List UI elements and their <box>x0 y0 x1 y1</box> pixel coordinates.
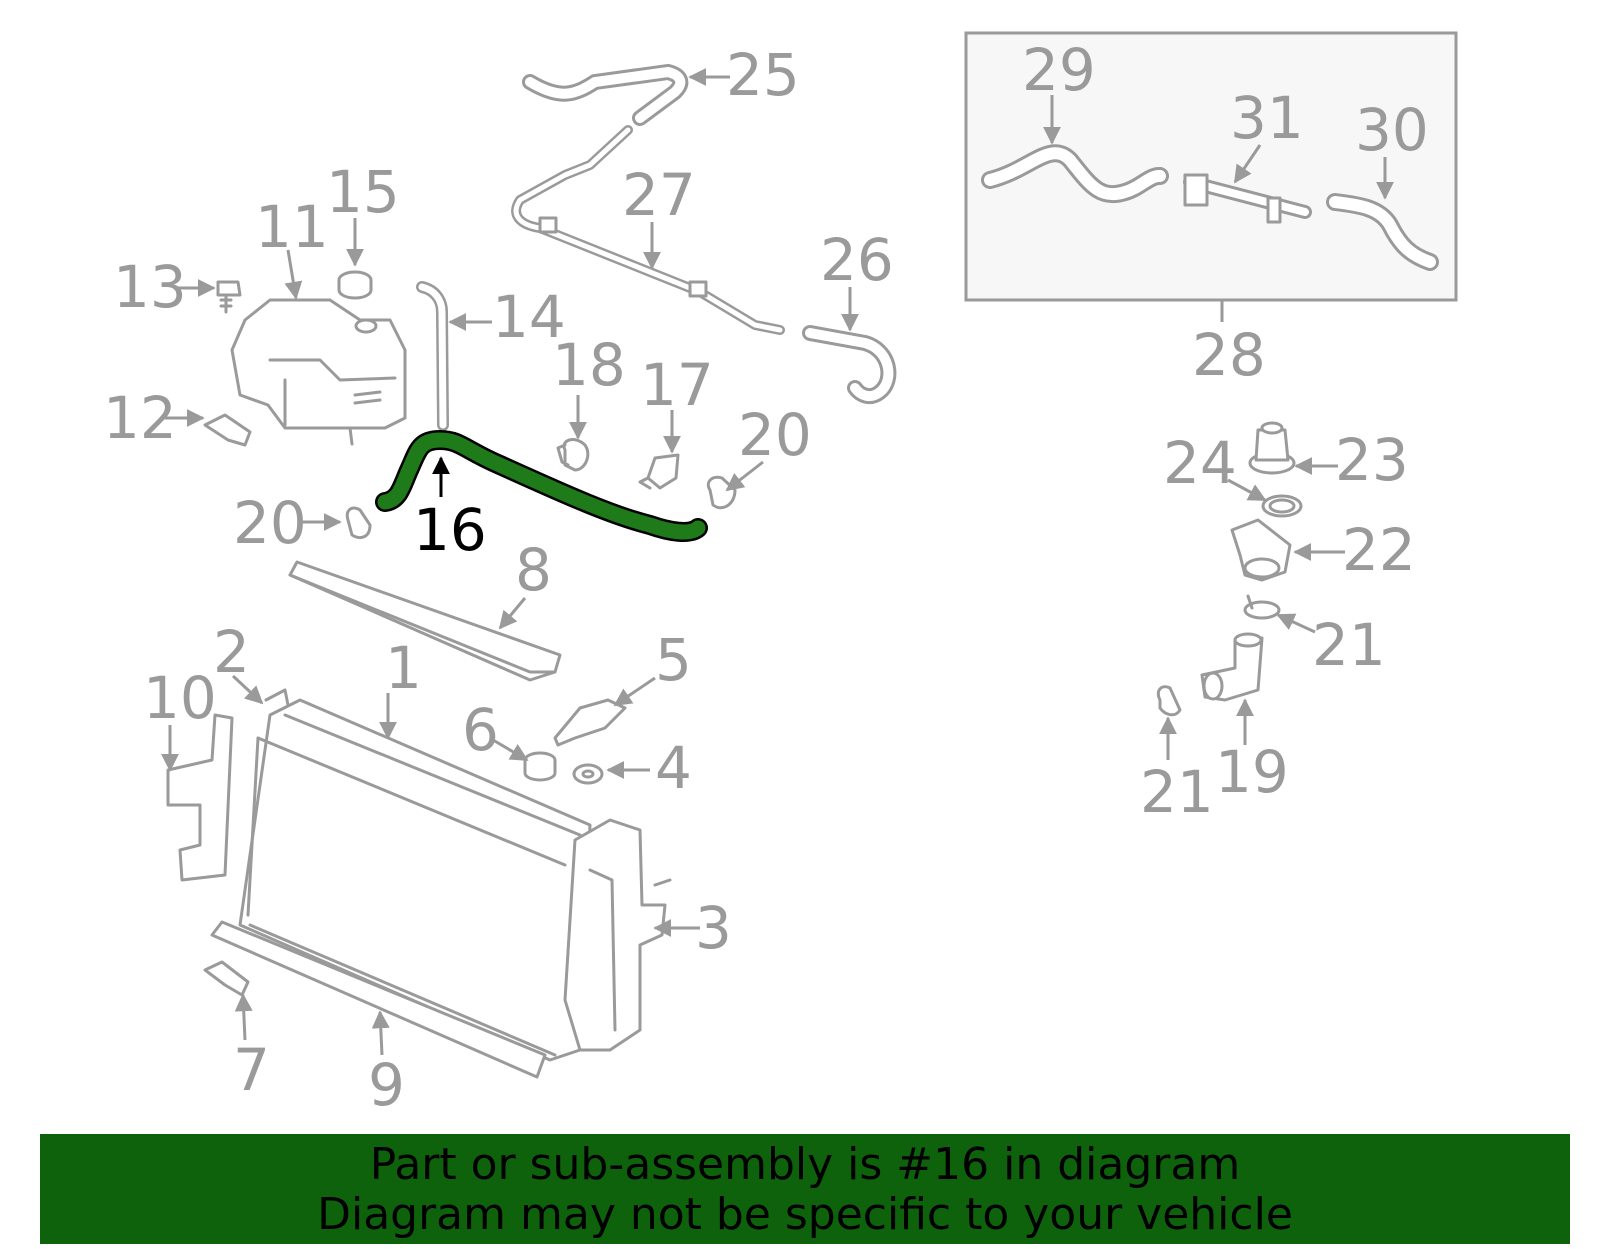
part-10-panel <box>161 713 234 882</box>
callout-21-lower: 21 <box>1140 758 1214 826</box>
part-17-bracket <box>638 410 681 490</box>
part-26-hose <box>802 287 897 405</box>
callout-20-right: 20 <box>738 401 812 469</box>
part-20-clamp-right <box>706 460 764 510</box>
part-18-clamp <box>556 395 590 472</box>
part-29-hose <box>981 95 1169 204</box>
part-30-hose <box>1326 157 1439 271</box>
callout-22: 22 <box>1342 516 1416 584</box>
part-5-bracket <box>553 676 656 747</box>
info-banner: Part or sub-assembly is #16 in diagram D… <box>40 1134 1570 1244</box>
callout-19: 19 <box>1215 738 1289 806</box>
part-4-washer <box>572 761 650 785</box>
part-24-gasket <box>1227 478 1303 518</box>
callout-11: 11 <box>255 193 329 261</box>
part-25-hose <box>522 63 730 126</box>
part-19-outlet <box>1200 632 1264 745</box>
banner-line-2: Diagram may not be specific to your vehi… <box>317 1189 1293 1240</box>
callout-31: 31 <box>1230 84 1304 152</box>
callout-17: 17 <box>640 351 714 419</box>
callout-10: 10 <box>143 664 217 732</box>
kit-box-28 <box>964 31 1458 322</box>
callout-2: 2 <box>213 618 250 686</box>
part-22-housing <box>1230 518 1345 582</box>
callout-4: 4 <box>655 734 692 802</box>
callout-13: 13 <box>113 253 187 321</box>
part-2-bracket <box>231 674 290 707</box>
part-20-clamp-left <box>300 506 372 539</box>
part-7-bracket <box>203 960 253 1041</box>
part-31-pipe <box>1183 144 1312 224</box>
callout-23: 23 <box>1335 426 1409 494</box>
callout-30: 30 <box>1355 96 1429 164</box>
part-11-reservoir <box>230 249 407 446</box>
callout-20-left: 20 <box>233 489 307 557</box>
callout-12: 12 <box>103 384 177 452</box>
callout-3: 3 <box>695 894 732 962</box>
part-8-strip <box>288 560 562 682</box>
callout-1: 1 <box>385 634 422 702</box>
callout-21-upper: 21 <box>1312 611 1386 679</box>
part-13-bolt <box>175 279 242 314</box>
part-27-pipe <box>511 125 785 335</box>
callout-7: 7 <box>233 1036 270 1104</box>
callout-6: 6 <box>462 696 499 764</box>
part-23-thermostat <box>1248 421 1338 475</box>
part-12-bracket <box>165 409 252 447</box>
callout-9: 9 <box>368 1051 405 1119</box>
banner-line-1: Part or sub-assembly is #16 in diagram <box>369 1139 1241 1190</box>
callout-5: 5 <box>655 626 692 694</box>
callout-27: 27 <box>622 161 696 229</box>
part-21-clamp-upper <box>1243 594 1316 634</box>
callout-8: 8 <box>515 536 552 604</box>
callout-25: 25 <box>726 41 800 109</box>
part-6-bushing <box>492 738 557 782</box>
callout-16-highlighted: 16 <box>413 496 487 564</box>
callout-15: 15 <box>326 158 400 226</box>
part-16-hose-highlighted <box>375 429 708 542</box>
part-9-strip <box>210 920 547 1079</box>
callout-24: 24 <box>1163 429 1237 497</box>
part-15-cap <box>337 218 373 300</box>
callout-14: 14 <box>492 283 566 351</box>
part-21-clamp-lower <box>1156 685 1182 760</box>
callout-26: 26 <box>820 226 894 294</box>
part-3-tank <box>563 818 700 1052</box>
callout-29: 29 <box>1022 36 1096 104</box>
callout-28: 28 <box>1192 321 1266 389</box>
part-14-hose <box>416 281 492 431</box>
callout-18: 18 <box>552 331 626 399</box>
